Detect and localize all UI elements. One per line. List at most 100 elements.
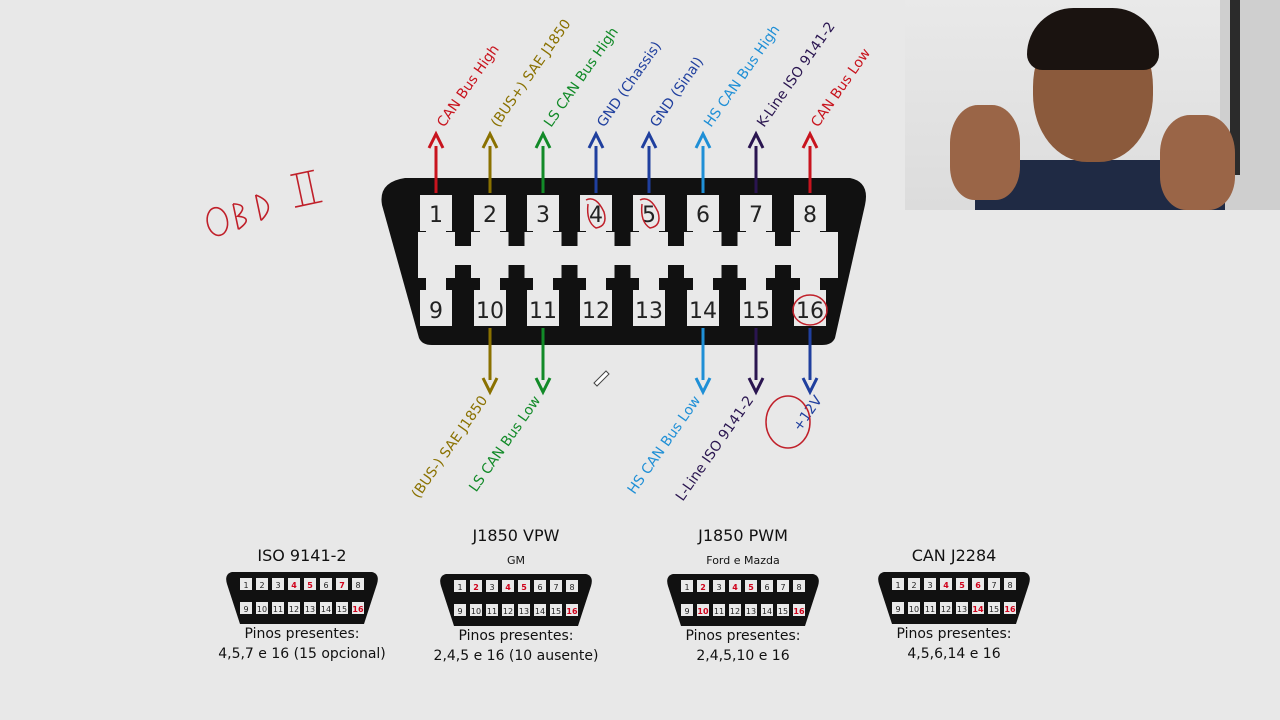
mini-pin-number: 7: [339, 581, 345, 590]
pin-stem-top: [746, 226, 766, 238]
signal-arrow-up-head: [640, 130, 658, 149]
annotation-circle-pin-5: [639, 198, 660, 229]
mini-pin-box: [1004, 578, 1016, 590]
pin-number: 15: [742, 299, 770, 324]
signal-arrow-up-head: [694, 130, 712, 149]
connector-divider-lower: [668, 265, 684, 287]
mini-pin-number: 3: [927, 581, 932, 590]
mini-pin-number: 9: [684, 607, 689, 616]
mini-pin-number: 8: [355, 581, 360, 590]
pin-stem-bottom: [800, 275, 820, 293]
pin-stem-bottom: [426, 275, 446, 293]
mini-pin-box: [956, 602, 968, 614]
mini-pin-box: [940, 578, 952, 590]
mini-pin-box: [454, 580, 466, 592]
mini-pin-number: 2: [911, 581, 916, 590]
connector-divider-upper: [455, 224, 471, 246]
pin-number: 10: [476, 299, 504, 324]
connector-divider-lower: [508, 265, 525, 287]
mini-pin-number: 8: [569, 583, 574, 592]
pin-stem-top: [800, 226, 820, 238]
annotation-circle-pin-4: [585, 198, 606, 229]
mini-pin-box: [956, 578, 968, 590]
pin-stem-bottom: [480, 275, 500, 293]
mini-pin-number: 1: [684, 583, 689, 592]
pin-box-top: [474, 195, 506, 231]
mini-pin-box: [534, 580, 546, 592]
pin-number: 11: [529, 299, 557, 324]
pin-stem-bottom: [586, 275, 606, 293]
mini-pin-number: 3: [716, 583, 721, 592]
protocol-title: CAN J2284: [912, 546, 997, 565]
handwritten-d: [254, 194, 270, 221]
connector-divider-upper: [561, 224, 578, 246]
signal-arrow-up-head: [747, 130, 765, 149]
signal-arrow-down-head: [481, 377, 499, 396]
pin-stem-bottom: [533, 275, 553, 293]
pin-number: 7: [749, 203, 763, 228]
mini-pin-number: 9: [457, 607, 462, 616]
mini-pin-number: 10: [257, 605, 267, 614]
mini-pin-number: 12: [503, 607, 513, 616]
signal-arrow-down-head: [534, 377, 552, 396]
pins-present-list: 4,5,7 e 16 (15 opcional): [218, 646, 386, 662]
mini-pin-box: [988, 602, 1000, 614]
mini-pin-number: 1: [457, 583, 462, 592]
mini-pin-box: [272, 602, 284, 614]
pins-present-list: 4,5,6,14 e 16: [907, 646, 1000, 662]
mini-pin-box: [304, 602, 316, 614]
mini-pin-number: 13: [957, 605, 967, 614]
mini-pin-box: [713, 580, 725, 592]
mini-pin-box: [256, 602, 268, 614]
mini-pin-box: [729, 604, 741, 616]
pin-number: 12: [582, 299, 610, 324]
handwritten-ii: [290, 169, 323, 208]
mini-pin-box: [304, 578, 316, 590]
mini-pin-number: 7: [780, 583, 785, 592]
protocol-subtitle: Ford e Mazda: [706, 554, 779, 567]
mini-pin-number: 5: [307, 581, 313, 590]
signal-arrow-up-head: [801, 130, 819, 149]
mini-pin-number: 16: [793, 607, 805, 616]
mini-pin-box: [761, 580, 773, 592]
mini-pin-number: 16: [566, 607, 578, 616]
pin-stem-bottom: [639, 275, 659, 293]
top-signal-label: CAN Bus Low: [808, 46, 874, 131]
pin-number: 3: [536, 203, 550, 228]
mini-pin-number: 6: [537, 583, 542, 592]
pins-present-label: Pinos presentes:: [896, 626, 1011, 642]
mini-pin-box: [908, 578, 920, 590]
pin-box-bottom: [687, 290, 719, 326]
mini-pin-number: 5: [959, 581, 965, 590]
mini-pin-box: [502, 604, 514, 616]
mini-pin-box: [352, 578, 364, 590]
connector-divider-lower: [721, 265, 738, 287]
mini-pin-number: 4: [505, 583, 511, 592]
webcam-presenter-hand-left: [950, 105, 1020, 200]
mini-pin-number: 3: [275, 581, 280, 590]
mini-pin-box: [988, 578, 1000, 590]
mini-pin-box: [793, 604, 805, 616]
mini-pin-box: [470, 580, 482, 592]
mini-pin-box: [892, 602, 904, 614]
mini-pin-box: [336, 602, 348, 614]
pin-stem-bottom: [746, 275, 766, 293]
pins-present-label: Pinos presentes:: [244, 626, 359, 642]
mini-pin-number: 15: [551, 607, 561, 616]
pin-stem-top: [426, 226, 446, 238]
connector-divider-lower: [561, 265, 578, 287]
mini-pin-box: [518, 580, 530, 592]
connector-divider-upper: [508, 224, 525, 246]
mini-pin-number: 15: [337, 605, 347, 614]
mini-pin-number: 12: [289, 605, 299, 614]
mini-pin-number: 10: [697, 607, 709, 616]
pin-number: 2: [483, 203, 497, 228]
pin-stem-top: [639, 226, 659, 238]
mini-pin-box: [288, 602, 300, 614]
signal-arrow-up-head: [534, 130, 552, 149]
connector-divider-upper: [775, 224, 791, 246]
mini-pin-number: 2: [700, 583, 706, 592]
webcam-presenter-hair: [1027, 8, 1159, 70]
